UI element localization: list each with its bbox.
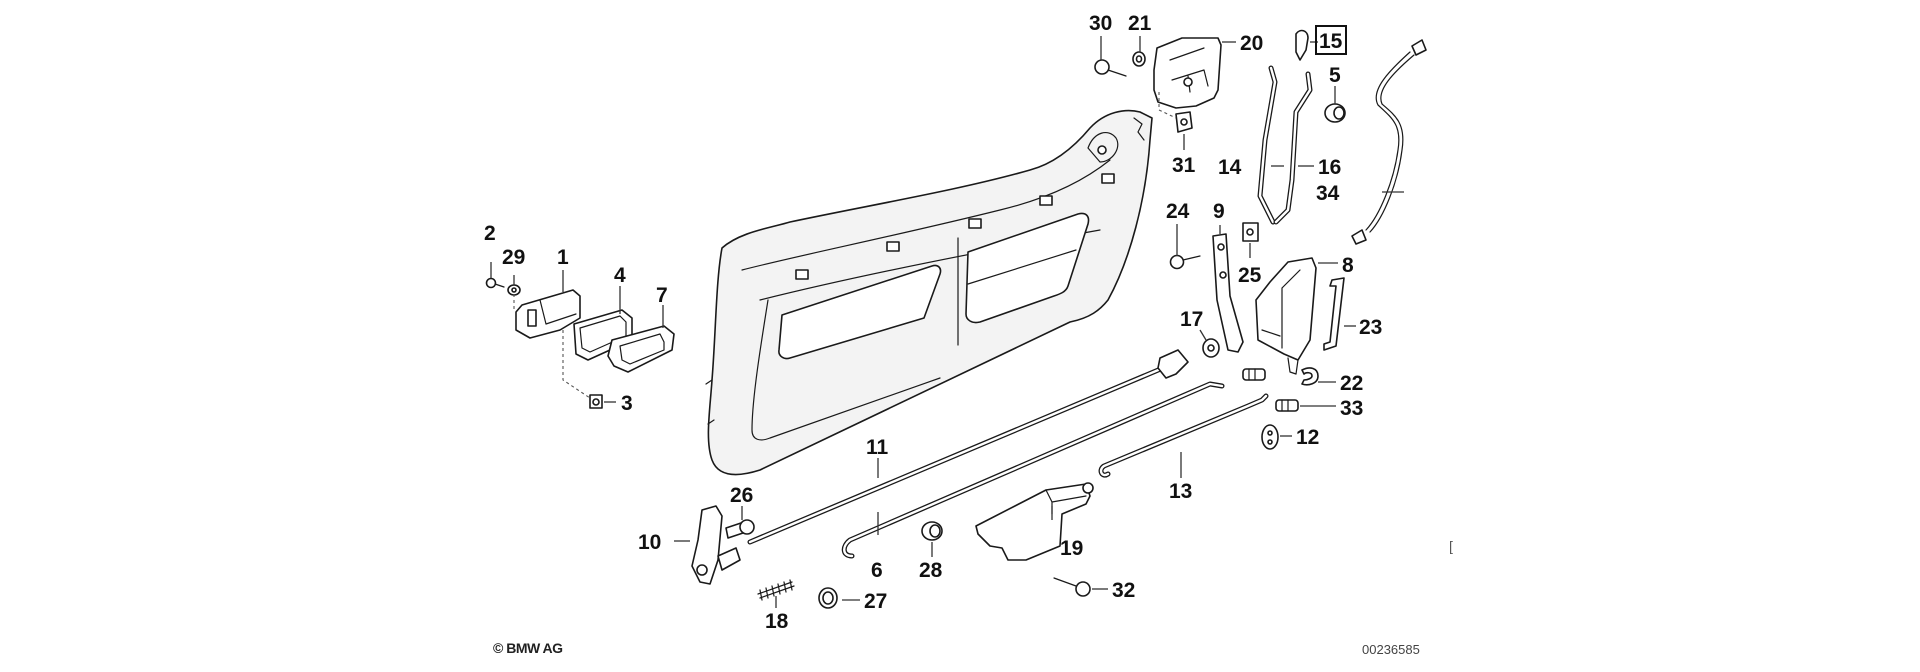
door-panel bbox=[705, 109, 1153, 476]
callout-33: 33 bbox=[1340, 397, 1363, 420]
part-3-clip-nut bbox=[589, 394, 603, 409]
part-21-washer bbox=[1132, 51, 1146, 67]
callout-9: 9 bbox=[1213, 200, 1225, 223]
callout-11: 11 bbox=[866, 436, 889, 459]
part-11-rod bbox=[747, 349, 1189, 545]
part-10-bracket bbox=[691, 505, 741, 585]
callout-24: 24 bbox=[1166, 200, 1190, 223]
callouts: 2 29 1 4 7 3 30 21 20 15 5 31 14 16 34 2… bbox=[484, 12, 1382, 633]
callout-3: 3 bbox=[621, 392, 633, 415]
part-5-bushing bbox=[1324, 103, 1346, 123]
part-26-bolt bbox=[725, 519, 755, 539]
callout-7: 7 bbox=[656, 284, 668, 307]
part-9-lever-arm bbox=[1212, 233, 1244, 353]
callout-23: 23 bbox=[1359, 316, 1382, 339]
part-15-lever bbox=[1295, 29, 1309, 61]
diagram-id: 00236585 bbox=[1362, 642, 1420, 657]
part-29-washer bbox=[507, 284, 521, 296]
callout-19: 19 bbox=[1060, 537, 1083, 560]
part-33b-connector bbox=[1242, 368, 1266, 381]
part-23-clip-bar bbox=[1323, 277, 1345, 351]
callout-6: 6 bbox=[871, 559, 883, 582]
callout-17: 17 bbox=[1180, 308, 1203, 331]
part-19-lock-motor bbox=[975, 482, 1094, 561]
callout-27: 27 bbox=[864, 590, 887, 613]
part-32-screw bbox=[1053, 577, 1091, 597]
callout-18: 18 bbox=[765, 610, 789, 633]
copyright-notice: © BMW AG bbox=[493, 640, 563, 656]
part-30-nut bbox=[1094, 59, 1127, 77]
callout-22: 22 bbox=[1340, 372, 1363, 395]
part-25-clip-nut bbox=[1242, 222, 1259, 242]
callout-16: 16 bbox=[1318, 156, 1341, 179]
stray-mark: [ bbox=[1449, 538, 1453, 554]
part-17-bushing bbox=[1202, 338, 1220, 358]
part-13-rod bbox=[1098, 393, 1269, 478]
part-16-rod bbox=[1273, 71, 1313, 225]
part-1-housing bbox=[515, 289, 581, 339]
callout-10: 10 bbox=[638, 531, 661, 554]
part-28-bushing bbox=[921, 521, 943, 541]
callout-32: 32 bbox=[1112, 579, 1135, 602]
part-2-screw bbox=[485, 277, 505, 289]
callout-29: 29 bbox=[502, 246, 525, 269]
part-27-washer bbox=[818, 587, 838, 609]
callout-2: 2 bbox=[484, 222, 496, 245]
part-18-spring bbox=[757, 579, 795, 601]
part-20-latch-bracket bbox=[1153, 37, 1222, 109]
leader-lines bbox=[490, 36, 1404, 608]
callout-1: 1 bbox=[557, 246, 569, 269]
callout-15: 15 bbox=[1319, 30, 1343, 53]
callout-14: 14 bbox=[1218, 156, 1242, 179]
callout-13: 13 bbox=[1169, 480, 1192, 503]
part-22-clip bbox=[1301, 367, 1319, 386]
part-8-lock-actuator bbox=[1255, 257, 1317, 375]
callout-5: 5 bbox=[1329, 64, 1341, 87]
part-6-rod bbox=[841, 381, 1225, 559]
callout-21: 21 bbox=[1128, 12, 1152, 35]
callout-28: 28 bbox=[919, 559, 943, 582]
callout-25: 25 bbox=[1238, 264, 1262, 287]
part-14-rod bbox=[1257, 65, 1278, 225]
callout-4: 4 bbox=[614, 264, 626, 287]
callout-34: 34 bbox=[1316, 182, 1340, 205]
highlighted-part-15[interactable]: 15 bbox=[1315, 25, 1347, 55]
callout-20: 20 bbox=[1240, 32, 1263, 55]
part-7-trim-frame bbox=[607, 325, 675, 373]
part-34-cable bbox=[1351, 39, 1427, 245]
callout-31: 31 bbox=[1172, 154, 1196, 177]
callout-8: 8 bbox=[1342, 254, 1354, 277]
part-31-clip bbox=[1175, 111, 1193, 133]
callout-26: 26 bbox=[730, 484, 753, 507]
callout-12: 12 bbox=[1296, 426, 1319, 449]
part-12-grommet bbox=[1261, 424, 1279, 450]
part-33-connector bbox=[1275, 399, 1299, 412]
callout-30: 30 bbox=[1089, 12, 1112, 35]
part-24-bolt bbox=[1169, 254, 1201, 270]
